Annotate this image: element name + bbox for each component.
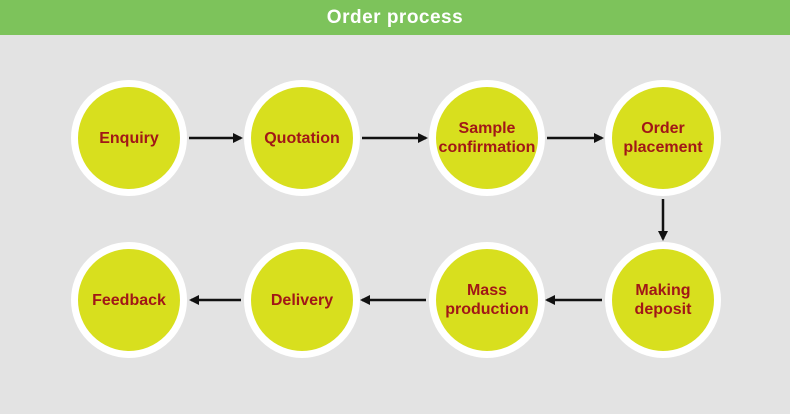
step-sample-confirmation: Sample confirmation <box>429 80 545 196</box>
step-delivery: Delivery <box>244 242 360 358</box>
step-label: Delivery <box>270 291 334 309</box>
step-feedback: Feedback <box>71 242 187 358</box>
step-mass-production: Mass production <box>429 242 545 358</box>
step-label: Order placement <box>623 120 703 156</box>
step-enquiry: Enquiry <box>71 80 187 196</box>
step-label: Quotation <box>264 129 340 147</box>
step-label: Mass production <box>445 282 529 318</box>
step-label: Making deposit <box>634 282 692 318</box>
header-bar: Order process <box>0 0 790 35</box>
step-label: Enquiry <box>99 129 159 147</box>
step-making-deposit: Making deposit <box>605 242 721 358</box>
page-title: Order process <box>326 6 464 28</box>
step-label: Sample confirmation <box>438 120 536 156</box>
step-quotation: Quotation <box>244 80 360 196</box>
step-label: Feedback <box>92 291 166 309</box>
step-order-placement: Order placement <box>605 80 721 196</box>
